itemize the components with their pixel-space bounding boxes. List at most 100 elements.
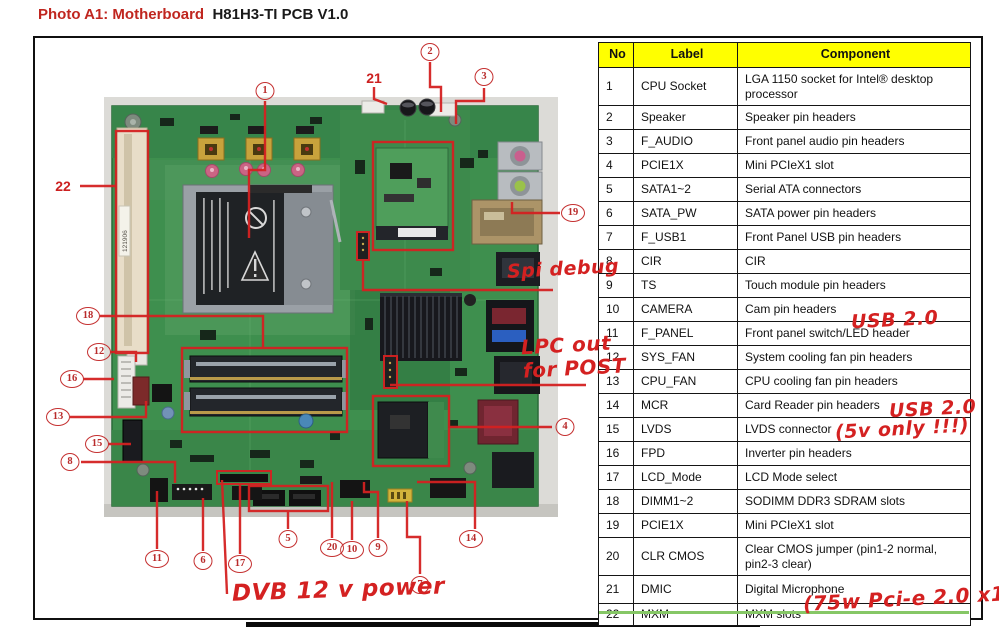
page-title: Photo A1: Motherboard H81H3-TI PCB V1.0 bbox=[38, 6, 348, 23]
mxm-serial-sticker: 121906 bbox=[122, 230, 129, 252]
callout-20: 20 bbox=[320, 539, 344, 557]
cell-label: LCD_Mode bbox=[633, 465, 738, 490]
cell-label: DMIC bbox=[633, 575, 738, 604]
cell-label: SATA1~2 bbox=[633, 177, 738, 202]
page-title-model: H81H3-TI PCB V1.0 bbox=[212, 6, 349, 23]
cell-no: 1 bbox=[598, 67, 634, 106]
cell-label: MCR bbox=[633, 393, 738, 418]
cell-label: SATA_PW bbox=[633, 201, 738, 226]
callout-15: 15 bbox=[85, 435, 109, 453]
cell-no: 2 bbox=[598, 105, 634, 130]
cell-component: MXM slots bbox=[737, 603, 971, 626]
callout-16: 16 bbox=[60, 370, 84, 388]
callout-8: 8 bbox=[60, 453, 80, 471]
cell-component: LGA 1150 socket for Intel® desktop proce… bbox=[737, 67, 971, 106]
cell-label: CPU Socket bbox=[633, 67, 738, 106]
cell-no: 16 bbox=[598, 441, 634, 466]
cell-label: CIR bbox=[633, 249, 738, 274]
cell-component: CPU cooling fan pin headers bbox=[737, 369, 971, 394]
cell-no: 9 bbox=[598, 273, 634, 298]
msata-module bbox=[377, 401, 444, 459]
cell-no: 6 bbox=[598, 201, 634, 226]
cell-component: SATA power pin headers bbox=[737, 201, 971, 226]
cell-component: Clear CMOS jumper (pin1-2 normal, pin2-3… bbox=[737, 537, 971, 576]
callout-5: 5 bbox=[278, 530, 298, 548]
cell-component: System cooling fan pin headers bbox=[737, 345, 971, 370]
cell-no: 17 bbox=[598, 465, 634, 490]
callout-9: 9 bbox=[368, 539, 388, 557]
cell-label: PCIE1X bbox=[633, 513, 738, 538]
bottom-headers bbox=[150, 474, 466, 503]
top-connectors bbox=[361, 98, 457, 117]
cell-component: Inverter pin headers bbox=[737, 441, 971, 466]
callout-18: 18 bbox=[76, 307, 100, 325]
cell-component: Front panel audio pin headers bbox=[737, 129, 971, 154]
callout-2: 2 bbox=[420, 43, 440, 61]
mxm-slot: 121906 bbox=[116, 127, 148, 355]
cell-no: 18 bbox=[598, 489, 634, 514]
header-component: Component bbox=[737, 42, 971, 68]
cell-label: FPD bbox=[633, 441, 738, 466]
cell-no: 20 bbox=[598, 537, 634, 576]
callout-1: 1 bbox=[255, 82, 275, 100]
cell-component: Front Panel USB pin headers bbox=[737, 225, 971, 250]
cell-label: Speaker bbox=[633, 105, 738, 130]
callout-11: 11 bbox=[145, 550, 169, 568]
cell-no: 21 bbox=[598, 575, 634, 604]
cell-component: SODIMM DDR3 SDRAM slots bbox=[737, 489, 971, 514]
callout-7: 7 bbox=[410, 576, 430, 594]
cell-component: Digital Microphone bbox=[737, 575, 971, 604]
cell-no: 3 bbox=[598, 129, 634, 154]
mini-pcie-module bbox=[375, 147, 449, 240]
header-label: Label bbox=[633, 42, 738, 68]
cell-component: CIR bbox=[737, 249, 971, 274]
page-title-prefix: Photo A1: Motherboard bbox=[38, 6, 205, 23]
cpu-socket bbox=[182, 184, 342, 314]
chipset-heatsink bbox=[380, 293, 462, 361]
callout-3: 3 bbox=[474, 68, 494, 86]
cell-no: 15 bbox=[598, 417, 634, 442]
callout-12: 12 bbox=[87, 343, 111, 361]
callout-lines bbox=[70, 62, 586, 595]
cell-label: F_PANEL bbox=[633, 321, 738, 346]
spi-header bbox=[358, 233, 368, 259]
callout-10: 10 bbox=[340, 541, 364, 559]
cell-component: Serial ATA connectors bbox=[737, 177, 971, 202]
callout-13: 13 bbox=[46, 408, 70, 426]
cell-no: 7 bbox=[598, 225, 634, 250]
header-no: No bbox=[598, 42, 634, 68]
callout-14: 14 bbox=[459, 530, 483, 548]
cell-no: 22 bbox=[598, 603, 634, 626]
callout-17: 17 bbox=[228, 555, 252, 573]
cell-label: TS bbox=[633, 273, 738, 298]
cell-no: 4 bbox=[598, 153, 634, 178]
cell-label: LVDS bbox=[633, 417, 738, 442]
callout-21: 21 bbox=[366, 70, 382, 86]
cell-component: Card Reader pin headers bbox=[737, 393, 971, 418]
green-highlight-line bbox=[599, 611, 969, 614]
cell-component: LVDS connector bbox=[737, 417, 971, 442]
callout-22: 22 bbox=[55, 178, 71, 194]
cell-label: DIMM1~2 bbox=[633, 489, 738, 514]
cell-component: Touch module pin headers bbox=[737, 273, 971, 298]
next-figure-box-edge bbox=[246, 622, 760, 627]
